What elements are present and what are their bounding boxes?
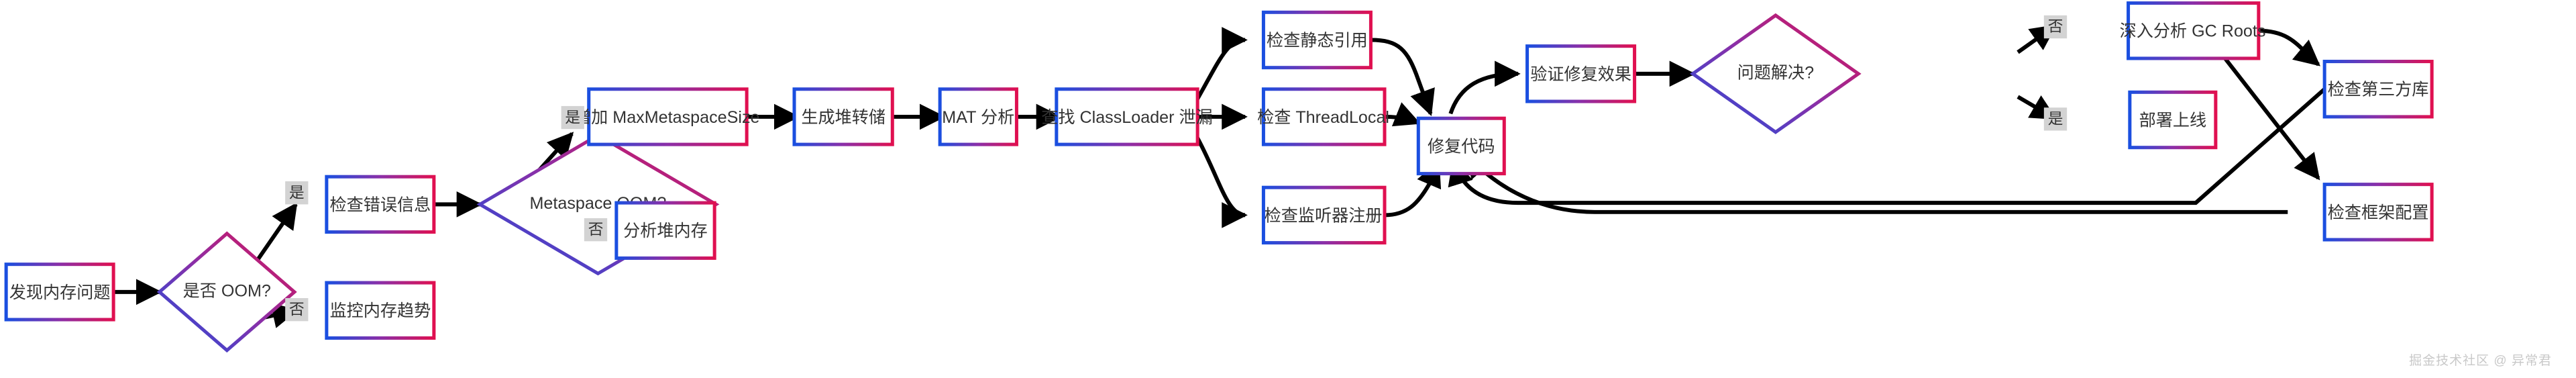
node-layer: 发现内存问题 是否 OOM? 检查错误信息 监控内存趋势 Metaspace O… bbox=[4, 1, 2434, 353]
node-mat-analysis[interactable]: MAT 分析 bbox=[938, 87, 1018, 146]
node-check-third-party-library[interactable]: 检查第三方库 bbox=[2322, 60, 2434, 119]
edge-fix-to-verify bbox=[1448, 60, 1521, 115]
node-verify-fix-result[interactable]: 验证修复效果 bbox=[1525, 44, 1637, 103]
node-check-error-message[interactable]: 检查错误信息 bbox=[325, 175, 436, 234]
edge-classloader-to-listener bbox=[1194, 134, 1248, 228]
node-is-oom-decision[interactable]: 是否 OOM? bbox=[156, 231, 297, 353]
node-discover-memory-issue[interactable]: 发现内存问题 bbox=[4, 263, 115, 322]
edge-gcroots-to-framework bbox=[2218, 50, 2320, 181]
node-check-framework-config[interactable]: 检查框架配置 bbox=[2322, 183, 2434, 242]
edge-staticref-to-fix bbox=[1371, 38, 1435, 116]
node-fix-code[interactable]: 修复代码 bbox=[1416, 116, 1506, 176]
edge-label-resolved-yes: 是 bbox=[2043, 107, 2068, 131]
watermark: 掘金技术社区 @ 异常君 bbox=[2409, 354, 2552, 368]
node-check-static-reference[interactable]: 检查静态引用 bbox=[1261, 10, 1373, 70]
node-find-classloader-leak[interactable]: 查找 ClassLoader 泄漏 bbox=[1041, 87, 1213, 146]
edge-label-isoom-yes: 是 bbox=[285, 181, 309, 205]
edge-listener-to-fix bbox=[1384, 160, 1442, 218]
node-problem-resolved-decision[interactable]: 问题解决? bbox=[1690, 13, 1862, 134]
node-deploy-online[interactable]: 部署上线 bbox=[2128, 90, 2218, 150]
edge-label-isoom-no: 否 bbox=[285, 297, 309, 322]
edge-classloader-to-staticref bbox=[1194, 27, 1248, 103]
node-check-listener-registration[interactable]: 检查监听器注册 bbox=[1261, 185, 1387, 245]
edge-isoom-yes bbox=[252, 202, 298, 266]
edge-gcroots-to-thirdparty bbox=[2258, 28, 2320, 66]
node-check-threadlocal[interactable]: 检查 ThreadLocal bbox=[1257, 87, 1389, 146]
node-deep-analyze-gc-roots[interactable]: 深入分析 GC Roots bbox=[2120, 1, 2266, 60]
edge-label-metaoom-no: 否 bbox=[584, 218, 608, 242]
node-increase-maxmetaspacesize[interactable]: 增加 MaxMetaspaceSize bbox=[574, 87, 760, 146]
edge-label-resolved-no: 否 bbox=[2043, 15, 2068, 39]
node-monitor-memory-trend[interactable]: 监控内存趋势 bbox=[325, 281, 436, 340]
edge-label-metaoom-yes: 是 bbox=[561, 105, 584, 130]
node-analyze-heap-memory[interactable]: 分析堆内存 bbox=[614, 201, 716, 261]
edge-layer bbox=[113, 24, 2326, 328]
node-generate-heap-dump[interactable]: 生成堆转储 bbox=[792, 87, 894, 146]
edge-threadlocal-to-fix bbox=[1384, 102, 1421, 127]
